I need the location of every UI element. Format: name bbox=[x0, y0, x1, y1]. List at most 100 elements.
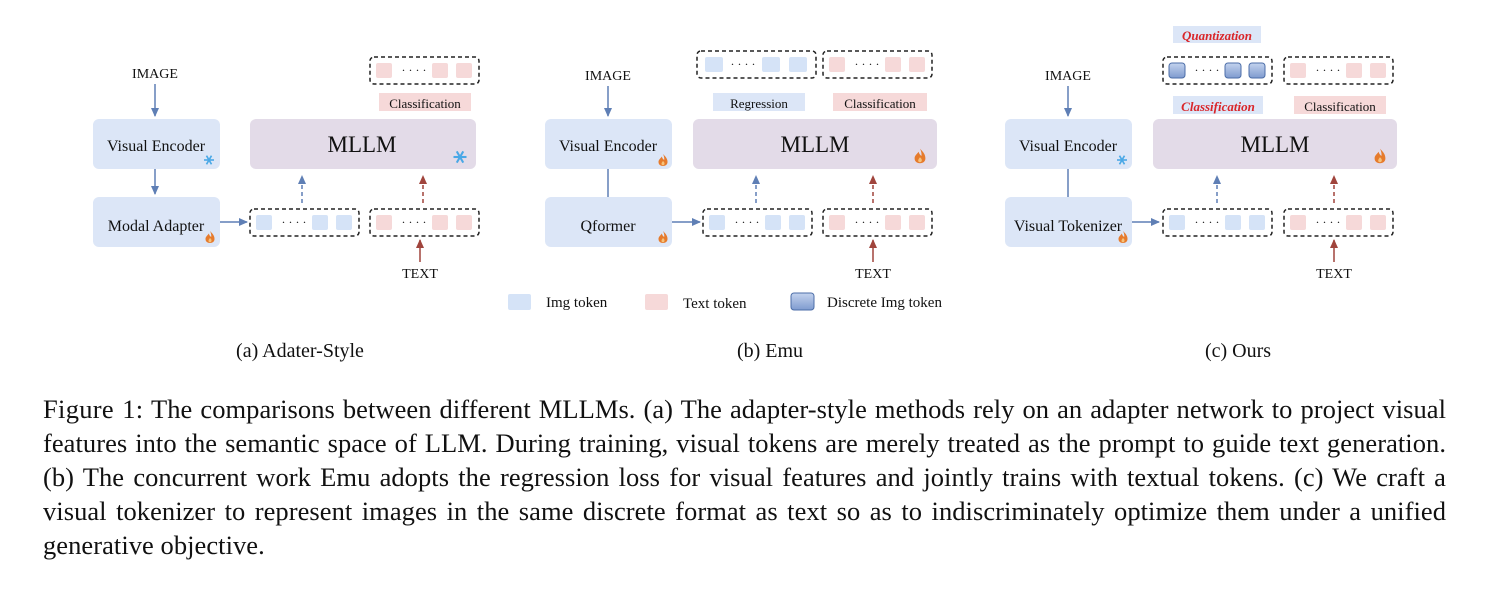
discrete-img-token bbox=[1168, 62, 1186, 79]
text-token-group bbox=[1283, 56, 1394, 85]
panel-a-title: (a) Adater-Style bbox=[236, 340, 364, 362]
img-token bbox=[709, 215, 725, 230]
visual-tokenizer-label: Visual Tokenizer bbox=[1014, 218, 1123, 235]
qformer-box bbox=[545, 197, 672, 247]
text-token bbox=[1290, 63, 1306, 78]
mllm-box bbox=[693, 119, 937, 169]
text-token bbox=[909, 57, 925, 72]
classification-label: Classification bbox=[1181, 99, 1255, 114]
classification-tag bbox=[379, 93, 471, 111]
text-token-group bbox=[1283, 208, 1394, 237]
caption-lead: Figure 1: bbox=[43, 394, 144, 424]
visual-encoder-label: Visual Encoder bbox=[107, 138, 206, 155]
text-token bbox=[1370, 63, 1386, 78]
mllm-label: MLLM bbox=[781, 132, 850, 157]
classification-tag bbox=[1173, 96, 1263, 114]
img-token bbox=[1169, 215, 1185, 230]
panel-c: IMAGE Visual Encoder Visual Tokenizer ML… bbox=[1005, 26, 1397, 362]
legend-img-label: Img token bbox=[546, 295, 608, 311]
quantization-label: Quantization bbox=[1182, 28, 1252, 43]
text-label: TEXT bbox=[1316, 267, 1352, 282]
token-ellipsis: · · · · bbox=[1316, 215, 1341, 229]
token-ellipsis: · · · · bbox=[855, 57, 880, 71]
img-token bbox=[1225, 215, 1241, 230]
panel-b-title: (b) Emu bbox=[737, 340, 803, 362]
token-ellipsis: · · · · bbox=[282, 215, 307, 229]
token-ellipsis: · · · · bbox=[1316, 63, 1341, 77]
text-token bbox=[885, 215, 901, 230]
img-token-group bbox=[249, 208, 360, 237]
text-token bbox=[432, 63, 448, 78]
discrete-token-group bbox=[1162, 56, 1273, 85]
visual-encoder-box bbox=[1005, 119, 1132, 169]
visual-encoder-label: Visual Encoder bbox=[1019, 138, 1118, 155]
panel-a: IMAGE Visual Encoder Modal Adapter MLLM … bbox=[93, 56, 480, 362]
token-ellipsis: · · · · bbox=[1195, 215, 1220, 229]
text-token bbox=[909, 215, 925, 230]
token-ellipsis: · · · · bbox=[402, 215, 427, 229]
text-token-group bbox=[369, 56, 480, 85]
regression-tag bbox=[713, 93, 805, 111]
text-token bbox=[829, 57, 845, 72]
text-token bbox=[1290, 215, 1306, 230]
text-token bbox=[885, 57, 901, 72]
legend-text-label: Text token bbox=[683, 296, 747, 312]
caption-body: The comparisons between different MLLMs.… bbox=[43, 394, 1447, 560]
panel-b: IMAGE Visual Encoder Qformer MLLM · · · … bbox=[545, 50, 937, 362]
text-token bbox=[456, 63, 472, 78]
visual-encoder-box bbox=[93, 119, 220, 169]
quantization-tag bbox=[1173, 26, 1261, 43]
img-token-group bbox=[696, 50, 817, 79]
text-token bbox=[456, 215, 472, 230]
text-token-group bbox=[822, 50, 933, 79]
modal-adapter-box bbox=[93, 197, 220, 247]
mllm-label: MLLM bbox=[1241, 132, 1310, 157]
text-label: TEXT bbox=[855, 267, 891, 282]
text-token-group bbox=[369, 208, 480, 237]
token-ellipsis: · · · · bbox=[855, 215, 880, 229]
image-label: IMAGE bbox=[1045, 69, 1091, 84]
img-token bbox=[762, 57, 780, 72]
classification-label: Classification bbox=[1304, 99, 1376, 114]
text-token bbox=[432, 215, 448, 230]
text-token bbox=[376, 63, 392, 78]
text-token bbox=[1346, 63, 1362, 78]
legend-discrete-swatch bbox=[790, 292, 815, 311]
modal-adapter-label: Modal Adapter bbox=[108, 218, 205, 235]
text-token bbox=[1346, 215, 1362, 230]
token-ellipsis: · · · · bbox=[402, 63, 427, 77]
legend-img-swatch bbox=[508, 294, 531, 310]
img-token bbox=[336, 215, 352, 230]
discrete-img-token bbox=[1248, 62, 1266, 79]
classification-label: Classification bbox=[389, 96, 461, 111]
img-token-group bbox=[702, 208, 813, 237]
figure-caption: Figure 1: The comparisons between differ… bbox=[43, 392, 1446, 562]
image-label: IMAGE bbox=[585, 69, 631, 84]
img-token bbox=[705, 57, 723, 72]
classification-label: Classification bbox=[844, 96, 916, 111]
token-ellipsis: · · · · bbox=[1195, 63, 1220, 77]
token-ellipsis: · · · · bbox=[735, 215, 760, 229]
image-label: IMAGE bbox=[132, 67, 178, 82]
visual-tokenizer-box bbox=[1005, 197, 1132, 247]
text-token-group bbox=[822, 208, 933, 237]
comparison-diagram: IMAGE Visual Encoder Modal Adapter MLLM … bbox=[93, 26, 1397, 362]
img-token bbox=[789, 57, 807, 72]
visual-encoder-label: Visual Encoder bbox=[559, 138, 658, 155]
text-token bbox=[376, 215, 392, 230]
qformer-label: Qformer bbox=[580, 218, 636, 235]
mllm-box bbox=[250, 119, 476, 169]
legend: Img token Text token Discrete Img token bbox=[508, 292, 942, 312]
mllm-label: MLLM bbox=[328, 132, 397, 157]
img-token-group bbox=[1162, 208, 1273, 237]
text-label: TEXT bbox=[402, 267, 438, 282]
panel-c-title: (c) Ours bbox=[1205, 340, 1271, 362]
img-token bbox=[312, 215, 328, 230]
regression-label: Regression bbox=[730, 96, 788, 111]
img-token bbox=[765, 215, 781, 230]
legend-discrete-label: Discrete Img token bbox=[827, 295, 942, 311]
img-token bbox=[1249, 215, 1265, 230]
legend-text-swatch bbox=[645, 294, 668, 310]
text-token bbox=[829, 215, 845, 230]
text-token bbox=[1370, 215, 1386, 230]
